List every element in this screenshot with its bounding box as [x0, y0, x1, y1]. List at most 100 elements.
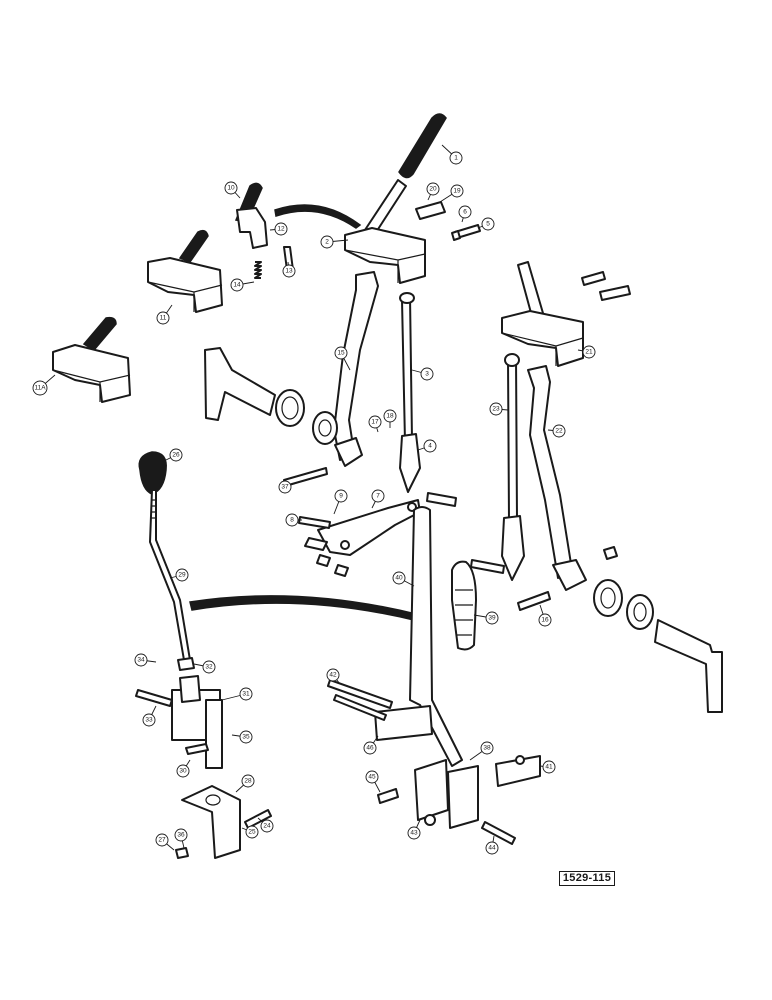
callout-number: 25	[248, 829, 256, 836]
callout-number: 40	[395, 575, 403, 582]
callout-circle	[392, 571, 406, 585]
bolt-25	[244, 809, 272, 829]
callout-number: 37	[281, 484, 289, 491]
callout-circle	[426, 182, 440, 196]
callout-4: 4	[417, 439, 437, 453]
callout-circle	[202, 660, 216, 674]
bolt-8	[298, 516, 331, 529]
callout-circle	[239, 687, 253, 701]
plate-44	[414, 759, 449, 821]
lever-11A-body	[52, 344, 131, 403]
callout-circle	[449, 151, 463, 165]
callout-number: 7	[376, 493, 380, 500]
callout-19: 19	[439, 184, 464, 203]
callout-number: 18	[386, 413, 394, 420]
callout-39: 39	[473, 611, 499, 625]
callout-circle	[174, 828, 188, 842]
callout-circle	[224, 181, 238, 195]
callout-circle	[156, 311, 170, 325]
callout-30: 30	[176, 759, 191, 778]
callout-31: 31	[221, 687, 253, 701]
plate-47	[374, 705, 433, 741]
callout-number: 14	[233, 282, 241, 289]
callout-circle	[155, 833, 169, 847]
callout-number: 23	[492, 406, 500, 413]
callout-number: 45	[368, 774, 376, 781]
callout-number: 26	[172, 452, 180, 459]
callout-20: 20	[426, 182, 440, 201]
callout-number: 10	[227, 185, 235, 192]
lever-10-body	[236, 207, 268, 249]
callout-number: 17	[371, 419, 379, 426]
link-end-16	[334, 437, 363, 467]
bolt-17	[517, 591, 551, 611]
callout-number: 32	[205, 664, 213, 671]
callout-number: 11A	[34, 385, 46, 392]
callout-circle	[169, 448, 183, 462]
callout-circle	[582, 345, 596, 359]
callout-circle	[368, 415, 382, 429]
callout-number: 30	[179, 768, 187, 775]
link-end-23	[552, 559, 587, 591]
callout-number: 42	[329, 672, 337, 679]
callout-number: 44	[488, 845, 496, 852]
callout-34: 34	[134, 653, 157, 667]
callout-number: 15	[337, 350, 345, 357]
callout-circle	[176, 764, 190, 778]
callout-2: 2	[320, 235, 349, 249]
upper-center-lever-assembly	[204, 113, 481, 577]
callout-circle	[32, 380, 48, 396]
arrow-curve-mid	[189, 595, 421, 622]
callout-number: 39	[488, 615, 496, 622]
callout-number: 13	[285, 268, 293, 275]
callout-46: 46	[363, 735, 379, 755]
callout-circle	[458, 205, 472, 219]
figure-code: 1529-115	[559, 871, 615, 886]
callout-circle	[365, 770, 379, 784]
callout-circle	[542, 760, 556, 774]
callout-9: 9	[333, 489, 348, 515]
callout-18: 18	[383, 409, 397, 428]
bolt-5-lower	[470, 559, 505, 574]
callout-number: 38	[483, 745, 491, 752]
callout-5: 5	[477, 217, 495, 231]
callout-number: 21	[585, 349, 593, 356]
callout-number: 34	[137, 657, 145, 664]
bolt-46	[377, 788, 399, 804]
callout-number: 46	[366, 745, 374, 752]
right-lever-assembly	[470, 261, 723, 713]
link-7	[317, 499, 421, 556]
nut-18	[603, 546, 618, 560]
callout-16: 16	[538, 604, 552, 627]
callout-22: 22	[547, 424, 566, 438]
callout-number: 1	[454, 155, 458, 162]
knob-lever-assembly	[135, 451, 421, 859]
callout-37: 37	[278, 480, 301, 494]
bolt-5-right	[581, 271, 606, 286]
callout-26: 26	[161, 448, 183, 463]
clevis-4-upper	[399, 433, 421, 493]
callout-11: 11	[156, 304, 173, 325]
callout-36: 36	[174, 828, 188, 849]
callout-8: 8	[285, 513, 302, 527]
link-23	[527, 365, 573, 579]
lever-11-grip	[178, 229, 209, 263]
callout-circle	[278, 480, 292, 494]
callout-number: 6	[463, 209, 467, 216]
callout-circle	[423, 439, 437, 453]
callout-45: 45	[365, 770, 381, 793]
lever-11-body	[147, 257, 223, 313]
callout-number: 41	[545, 764, 553, 771]
callout-33: 33	[142, 705, 157, 727]
callout-number: 2	[325, 239, 329, 246]
callout-38: 38	[469, 741, 494, 761]
callout-circle	[407, 826, 421, 840]
callout-circle	[285, 513, 299, 527]
callout-circle	[274, 222, 288, 236]
callout-number: 20	[429, 186, 437, 193]
callout-circle	[334, 489, 348, 503]
rod-24	[507, 355, 518, 523]
callout-21: 21	[577, 345, 596, 359]
callout-27: 27	[155, 833, 175, 851]
callout-35: 35	[231, 730, 253, 744]
